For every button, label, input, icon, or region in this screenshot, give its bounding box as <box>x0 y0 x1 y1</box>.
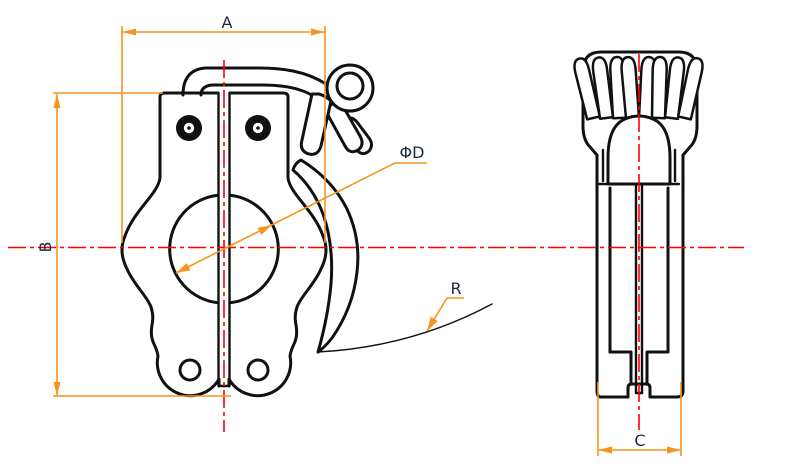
arrow-d-upper <box>257 225 272 235</box>
front-view <box>120 63 493 398</box>
arrow-a-right <box>311 28 325 36</box>
arrow-c-right <box>667 446 681 454</box>
dimension-phi-d: ΦD <box>175 143 427 274</box>
dimension-b-label: B <box>36 242 55 253</box>
clamp-body-left-outline <box>120 91 221 398</box>
dimension-r-label: R <box>450 279 461 298</box>
arrow-c-left <box>598 446 612 454</box>
eye-bolt-shaft <box>299 92 333 156</box>
clamp-body-right-outline <box>227 91 328 398</box>
arrow-a-left <box>122 28 136 36</box>
dimension-r: R <box>426 279 464 332</box>
lobe-hole-right <box>246 358 270 382</box>
side-view <box>573 50 704 399</box>
centerlines <box>8 54 744 432</box>
bore-circle-right <box>228 193 280 305</box>
band-step-right <box>645 350 670 386</box>
arrow-d-lower <box>176 263 191 273</box>
band-step-left <box>608 350 633 386</box>
dimension-c-label: C <box>634 431 645 450</box>
arrow-b-top <box>53 94 61 108</box>
bail-wire-outer <box>181 66 328 97</box>
dimension-b: B <box>36 92 231 397</box>
eye-ring-inner <box>335 71 365 101</box>
dimension-a: A <box>121 13 326 243</box>
bail-wire-inner <box>199 83 319 101</box>
swing-arc <box>317 303 493 353</box>
dimension-d-label: ΦD <box>400 143 425 162</box>
lobe-hole-left <box>178 358 202 382</box>
rivet-right <box>245 115 271 141</box>
dimension-c: C <box>597 382 682 456</box>
rivet-left <box>176 115 202 141</box>
dimension-a-label: A <box>222 13 233 32</box>
arrow-r <box>427 316 438 331</box>
arrow-b-bottom <box>53 382 61 396</box>
bore-circle-left <box>168 193 220 305</box>
wing-nut-fingers <box>573 55 704 121</box>
